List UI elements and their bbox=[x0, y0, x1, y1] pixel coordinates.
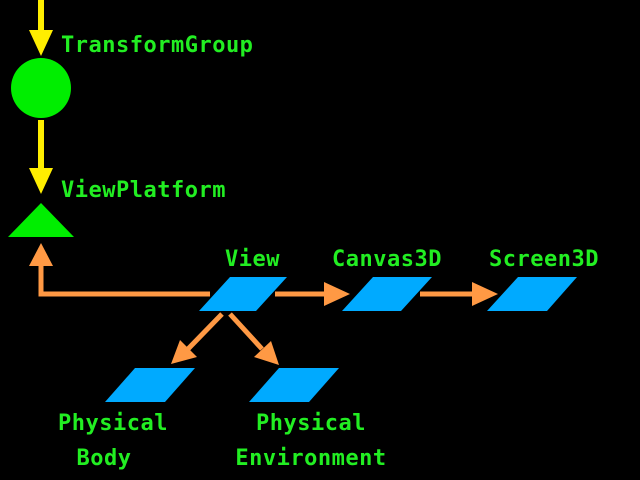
physicalbody-label-line2: Body bbox=[77, 446, 132, 471]
transformgroup-label: TransformGroup bbox=[61, 33, 253, 58]
canvas3d-node bbox=[342, 277, 432, 311]
physicalenvironment-label-line2: Environment bbox=[235, 446, 386, 471]
view-label: View bbox=[225, 247, 280, 272]
physicalbody-label-line1: Physical bbox=[58, 411, 168, 436]
canvas3d-label: Canvas3D bbox=[332, 247, 442, 272]
edge-view-to-canvas3d bbox=[275, 282, 350, 306]
edge-view-to-viewplatform bbox=[29, 243, 210, 297]
edge-view-to-physicalbody bbox=[171, 312, 224, 364]
edge-canvas3d-to-screen3d bbox=[420, 282, 498, 306]
screen3d-node bbox=[487, 277, 577, 311]
transformgroup-node bbox=[11, 58, 71, 118]
viewplatform-node bbox=[8, 203, 74, 237]
viewplatform-label: ViewPlatform bbox=[61, 178, 226, 203]
edge-top-to-transformgroup bbox=[29, 0, 53, 56]
physicalenvironment-node bbox=[249, 368, 339, 402]
physicalenvironment-label-line1: Physical bbox=[256, 411, 366, 436]
view-node bbox=[199, 277, 287, 311]
edge-transformgroup-to-viewplatform bbox=[29, 120, 53, 194]
screen3d-label: Screen3D bbox=[489, 247, 599, 272]
physicalbody-node bbox=[105, 368, 195, 402]
edge-view-to-physicalenvironment bbox=[228, 312, 279, 365]
